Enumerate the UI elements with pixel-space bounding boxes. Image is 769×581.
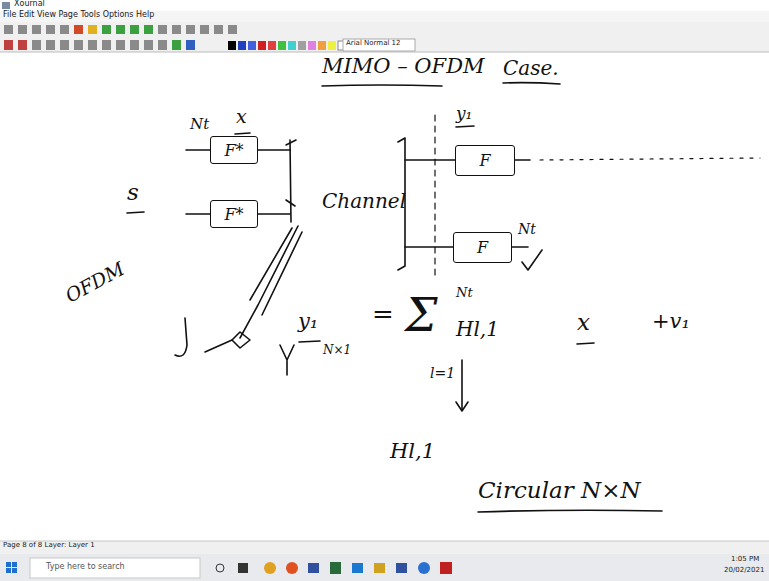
dimension: N×1 xyxy=(323,344,351,357)
equals-sign: = xyxy=(372,300,394,329)
transform-box: F* xyxy=(210,136,258,164)
symbol-vector: s xyxy=(127,180,139,205)
signal-vector: x xyxy=(236,106,247,127)
channel-matrix: Hl,1 xyxy=(390,440,435,463)
search-box: Type here to search xyxy=(46,563,125,572)
received-vector: y₁ xyxy=(298,310,318,333)
transform-box: F* xyxy=(210,200,258,228)
sum-index: l=1 xyxy=(430,366,455,381)
heading-note: Case. xyxy=(503,57,559,79)
font-selector: Arial Normal 12 xyxy=(346,40,401,48)
transform-box: F xyxy=(455,145,515,176)
clock-time: 1:05 PM xyxy=(731,556,759,564)
sum-limit: Nt xyxy=(456,286,473,300)
menu-bar: File Edit View Page Tools Options Help xyxy=(3,11,154,20)
signal-vector: x xyxy=(577,310,590,335)
antenna-count: Nt xyxy=(518,222,536,237)
scheme-note: OFDM xyxy=(62,258,128,306)
transform-box: F xyxy=(453,232,512,263)
received-vector: y₁ xyxy=(456,104,472,123)
noise-term: +v₁ xyxy=(652,310,690,333)
box-label: F xyxy=(477,238,488,257)
heading: MIMO – OFDM xyxy=(322,55,485,78)
channel-matrix: Hl,1 xyxy=(456,318,499,340)
window-title: Xournal xyxy=(14,0,45,9)
box-label: F xyxy=(479,151,490,170)
status-bar: Page 8 of 8 Layer: Layer 1 xyxy=(3,542,95,550)
box-label: F* xyxy=(224,205,243,224)
box-label: F* xyxy=(224,141,243,160)
antenna-count: Nt xyxy=(190,116,209,133)
matrix-property: Circular N×N xyxy=(478,478,641,503)
summation-sign: Σ xyxy=(405,290,438,341)
channel-label: Channel xyxy=(322,190,406,212)
clock-date: 20/02/2021 xyxy=(724,567,764,575)
